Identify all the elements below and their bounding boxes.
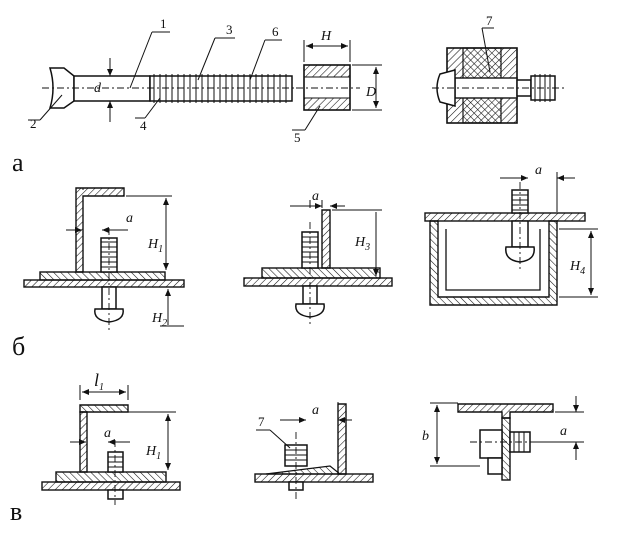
dim-d: d [94, 81, 102, 96]
dim-a-v2: a [312, 403, 319, 418]
dim-l1: l1 [94, 370, 104, 393]
callout-5: 5 [294, 130, 301, 145]
dim-H: H [320, 29, 332, 44]
callout-6: 6 [272, 24, 279, 39]
callout-7: 7 [486, 13, 493, 28]
nut-section [303, 64, 351, 111]
assembled-rivet-joint [432, 47, 566, 124]
dim-H1-v: H1 [145, 444, 161, 462]
callout-1: 1 [160, 16, 167, 31]
dim-H2: H2 [151, 311, 167, 329]
joint-b3 [424, 182, 586, 306]
dim-a-b3: a [535, 163, 542, 178]
section-label-b: б [12, 332, 25, 361]
row-b-joints: H1 H2 a a H3 [23, 163, 598, 330]
dim-a-v3: a [560, 424, 567, 439]
dim-H4: H4 [569, 259, 585, 277]
callout-3: 3 [226, 22, 233, 37]
rivet-shank [73, 75, 151, 102]
joint-v2 [254, 403, 374, 500]
section-label-v: в [10, 497, 22, 526]
callout-7-v: 7 [258, 414, 265, 429]
joint-v3 [457, 403, 554, 481]
dim-b: b [422, 429, 429, 444]
joint-b2 [243, 209, 393, 326]
dim-H1: H1 [147, 237, 163, 255]
callout-4: 4 [140, 118, 147, 133]
dim-a-v1: a [104, 426, 111, 441]
rivet-parts-group: d 1 2 3 4 6 H D 5 [28, 13, 566, 145]
joint-b1 [23, 187, 185, 330]
joint-v1 [41, 404, 181, 505]
callout-2: 2 [30, 116, 37, 131]
dim-a-b2: a [312, 189, 319, 204]
dim-D: D [365, 85, 376, 100]
section-label-a: а [12, 148, 24, 177]
row-v-joints: l1 H1 a a 7 [41, 370, 584, 505]
rivet-thread [149, 74, 293, 103]
dim-H3: H3 [354, 235, 370, 253]
dim-a-b1: a [126, 211, 133, 226]
